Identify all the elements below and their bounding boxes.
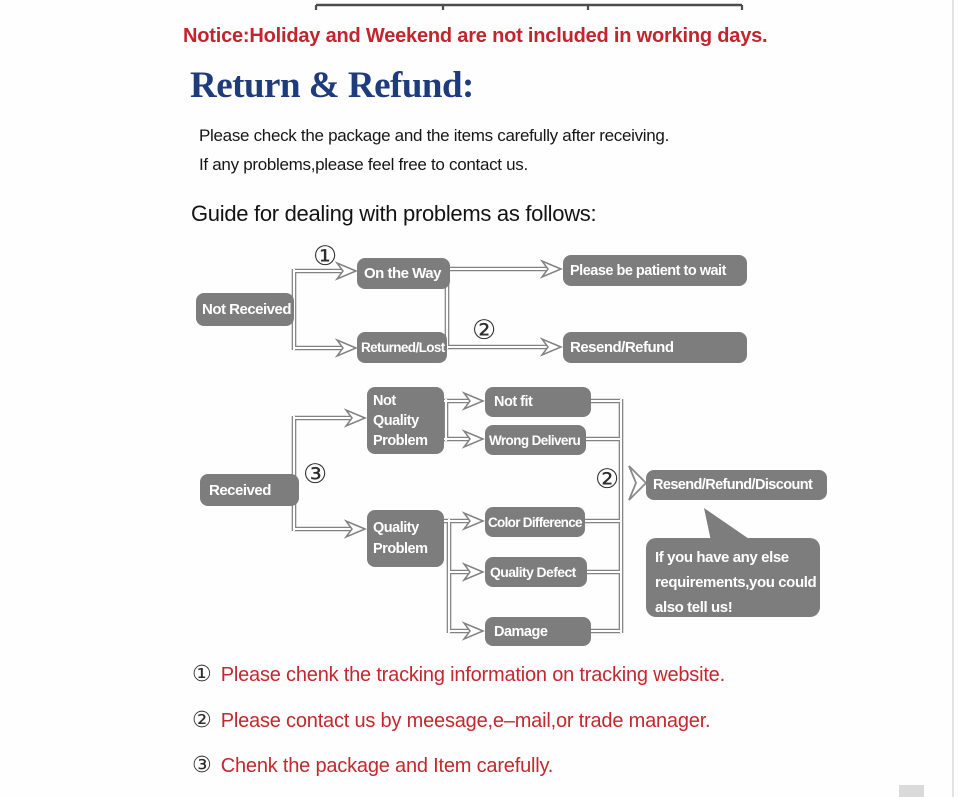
intro-line: Please check the package and the items c… [199,126,669,145]
flow-marker-2b: ② [595,464,620,495]
bubble-line: also tell us! [655,599,733,616]
node-line: Problem [373,540,428,557]
table-remnant [314,3,744,10]
flow-marker-1: ① [313,241,338,272]
flow-node-received: Received [200,474,299,506]
footnote-1: ① Please chenk the tracking information … [192,662,725,687]
bubble-tail [704,508,752,541]
node-line: Quality [373,519,419,536]
flow-node-wrong-delivery: Wrong Deliveru [485,425,586,455]
intro-line: If any problems,please feel free to cont… [199,155,528,174]
footnote-marker: ② [192,708,212,733]
footnote-2: ② Please contact us by meesage,e–mail,or… [192,708,711,733]
flow-node-resend-refund: Resend/Refund [563,332,747,363]
flow-marker-2: ② [472,315,497,346]
footnote-text: Please chenk the tracking information on… [220,664,725,686]
node-line: Not [373,392,396,409]
guide-title: Guide for dealing with problems as follo… [191,201,597,226]
flow-node-color-difference: Color Difference [485,507,585,537]
bubble-line: requirements,you could [655,574,817,591]
footnote-marker: ① [192,662,212,687]
flow-node-not-received: Not Received [196,293,294,326]
footnote-3: ③ Chenk the package and Item carefully. [192,753,553,778]
notice-text: Notice:Holiday and Weekend are not inclu… [183,25,768,47]
flow-marker-3: ③ [303,459,328,490]
flow-node-on-the-way: On the Way [357,258,450,289]
flow-node-be-patient: Please be patient to wait [563,255,747,286]
node-line: Problem [373,432,428,449]
flow-node-quality-defect: Quality Defect [485,557,587,587]
flow-node-resend-refund-discount: Resend/Refund/Discount [646,470,827,500]
bubble-line: If you have any else [655,549,789,566]
speech-bubble: If you have any else requirements,you co… [646,538,820,617]
flow-node-not-fit: Not fit [485,387,591,417]
footnote-text: Chenk the package and Item carefully. [220,755,554,777]
page-title: Return & Refund: [190,65,474,106]
flow-node-not-quality-problem: Not Quality Problem [367,387,444,454]
chevron-right-icon [628,465,648,501]
footnote-marker: ③ [192,753,212,778]
node-line: Quality [373,412,419,429]
footnote-text: Please contact us by meesage,e–mail,or t… [220,710,711,732]
flow-node-quality-problem: Quality Problem [367,510,444,567]
corner-patch [899,785,924,797]
flow-node-returned-lost: Returned/Lost [357,332,447,363]
flow-node-damage: Damage [485,617,591,646]
